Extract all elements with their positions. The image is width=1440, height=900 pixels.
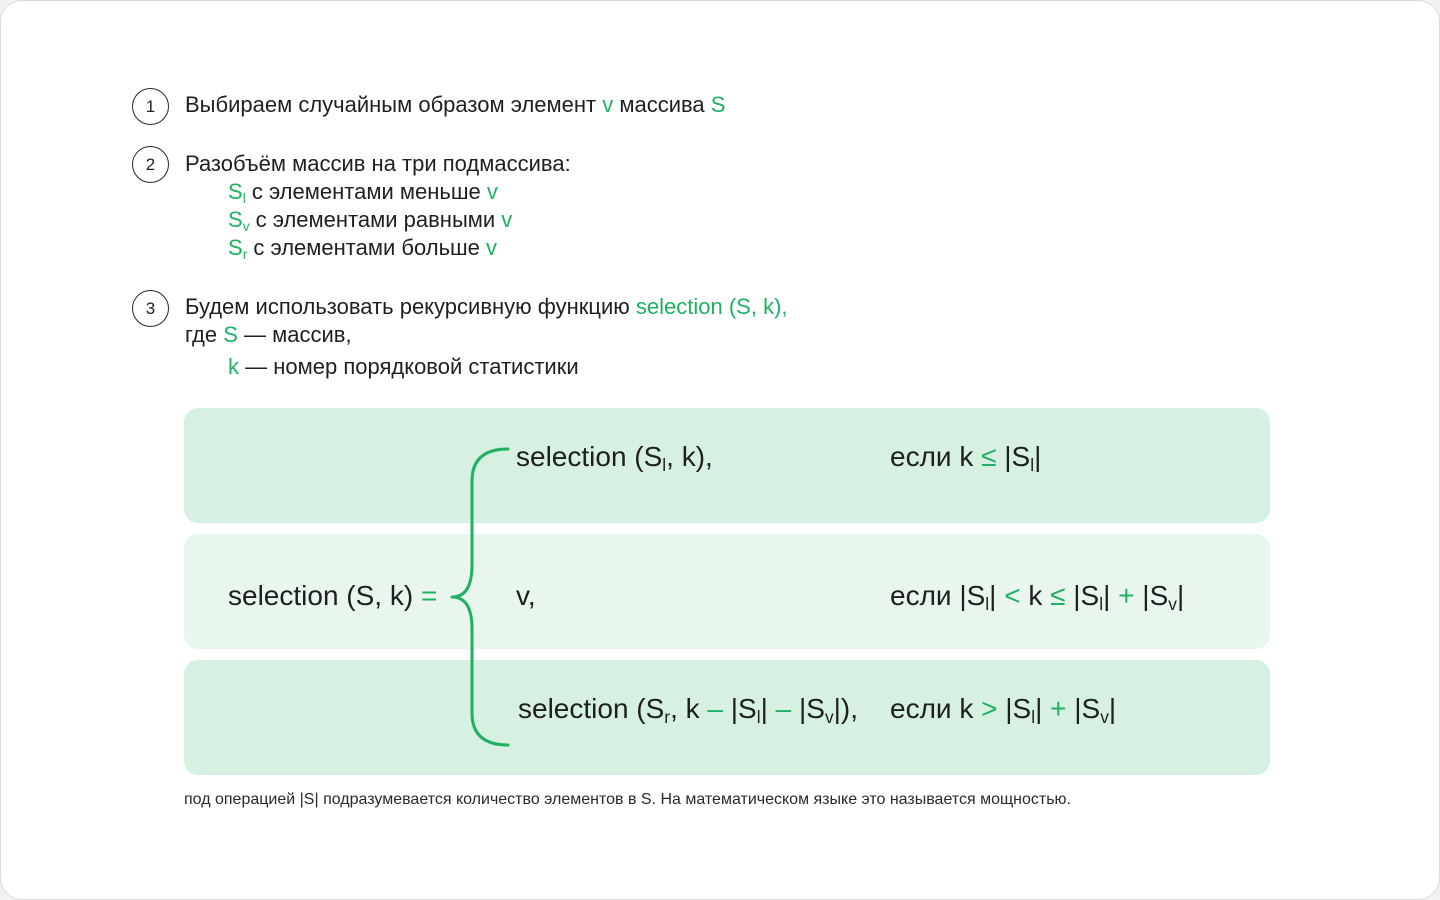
curly-brace-icon: [450, 447, 510, 747]
formula-band-1: [184, 408, 1270, 523]
case-1-expression: selection (Sl, k),: [516, 441, 713, 475]
step-3-badge: 3: [132, 290, 169, 327]
case-3-condition: если k > |Sl| + |Sv|: [890, 693, 1117, 727]
var-s: S: [710, 92, 726, 117]
step-1-badge: 1: [132, 88, 169, 125]
footnote: под операцией |S| подразумевается количе…: [184, 791, 1071, 808]
case-2-expression: v,: [516, 580, 536, 611]
step-2-title: Разобъём массив на три подмассива:: [185, 151, 571, 176]
step-1-text: Выбираем случайным образом элемент v мас…: [185, 92, 726, 117]
subarray-item: Sr с элементами больше v: [228, 235, 498, 262]
case-3-expression: selection (Sr, k – |Sl| – |Sv|),: [518, 693, 859, 727]
var-v: v: [602, 92, 614, 117]
step-2-badge: 2: [132, 146, 169, 183]
step-3-text: Будем использовать рекурсивную функцию s…: [185, 294, 788, 379]
equals-sign: =: [420, 580, 438, 611]
subarray-item: Sl с элементами меньше v: [228, 179, 498, 206]
formula-band-3: [184, 660, 1270, 775]
step-2-text: Разобъём массив на три подмассива: Sl с …: [185, 150, 571, 262]
subarray-item: Sv с элементами равными v: [228, 207, 513, 234]
case-1-condition: если k ≤ |Sl|: [890, 441, 1042, 475]
case-2-condition: если |Sl| < k ≤ |Sl| + |Sv|: [890, 580, 1185, 614]
function-signature: selection (S, k),: [635, 294, 788, 319]
formula-band-2: [184, 534, 1270, 649]
formula-lhs: selection (S, k) =: [228, 580, 438, 611]
